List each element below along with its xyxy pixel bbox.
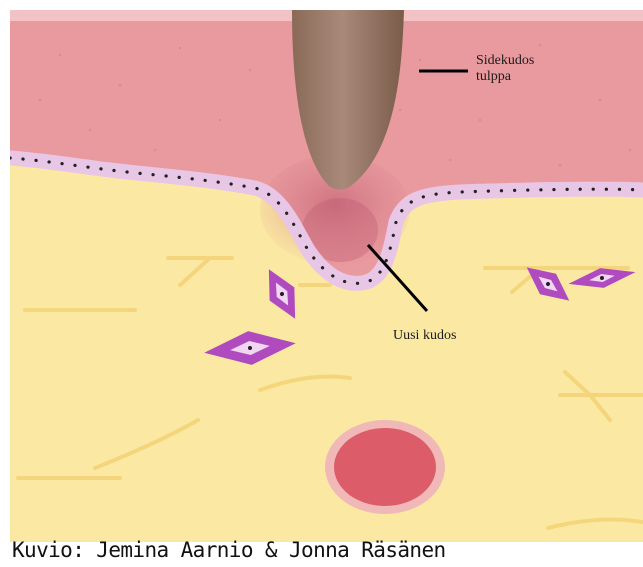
label-plug-line1: Sidekudos <box>476 53 534 68</box>
blood-vessel-icon <box>325 420 445 514</box>
label-plug-line2: tulppa <box>476 69 512 84</box>
figure-credit: Kuvio: Jemina Aarnio & Jonna Räsänen <box>12 538 446 562</box>
label-new-tissue: Uusi kudos <box>393 328 456 343</box>
